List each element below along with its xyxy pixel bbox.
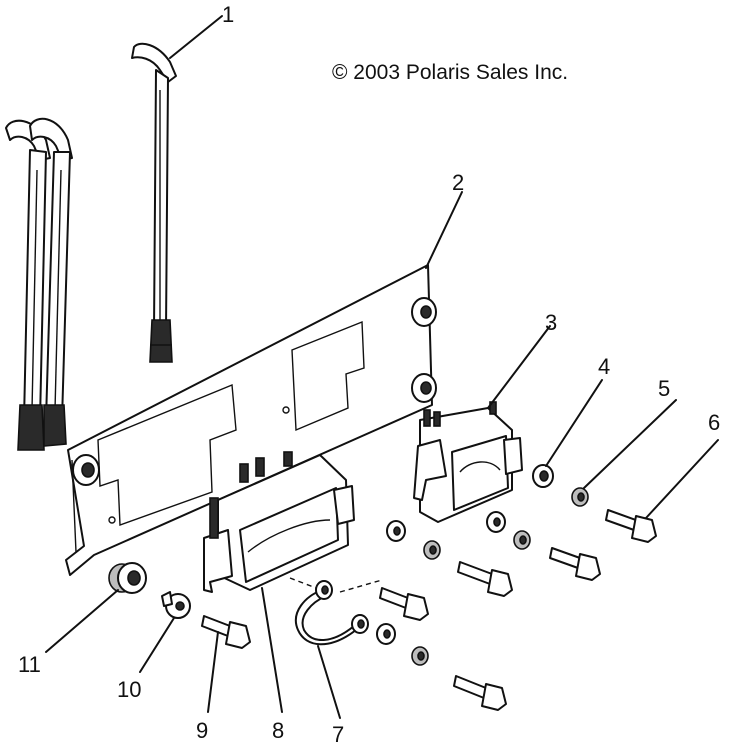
callout-leader-8 [261, 587, 283, 713]
callout-8: 8 [272, 718, 284, 743]
callout-3: 3 [545, 310, 557, 335]
ignition-coil-front [203, 451, 355, 593]
bolt-coil [457, 509, 657, 597]
high-tension-lead-rear [5, 117, 73, 451]
callout-11: 11 [18, 652, 41, 677]
callout-leader-5 [583, 399, 677, 489]
callout-leader-4 [545, 379, 603, 467]
callout-2: 2 [452, 170, 464, 195]
callout-leader-7 [317, 645, 341, 719]
rubber-grommet [108, 562, 147, 594]
ground-wire [289, 577, 383, 646]
copyright-notice: © 2003 Polaris Sales Inc. [332, 61, 568, 84]
callout-6: 6 [708, 410, 720, 435]
callout-leader-11 [45, 589, 119, 653]
callout-5: 5 [658, 376, 670, 401]
bolt-plate [201, 587, 507, 711]
callout-leader-6 [645, 439, 719, 519]
callout-9: 9 [196, 718, 208, 743]
callout-4: 4 [598, 354, 610, 379]
callout-leader-2 [425, 191, 463, 269]
high-tension-lead-front [131, 42, 177, 363]
hex-nuts [376, 511, 506, 645]
callout-1: 1 [222, 2, 234, 27]
callout-10: 10 [117, 677, 141, 702]
callout-leader-1 [169, 15, 223, 59]
mounting-plate [65, 264, 437, 576]
callout-leader-3 [487, 325, 551, 409]
callout-leader-10 [139, 617, 175, 673]
ignition-coil-rear [413, 401, 523, 523]
callout-leader-9 [207, 631, 219, 713]
grommet-washer [161, 591, 191, 619]
lock-washer [411, 487, 589, 666]
washer [532, 464, 554, 488]
callout-7: 7 [332, 722, 344, 744]
